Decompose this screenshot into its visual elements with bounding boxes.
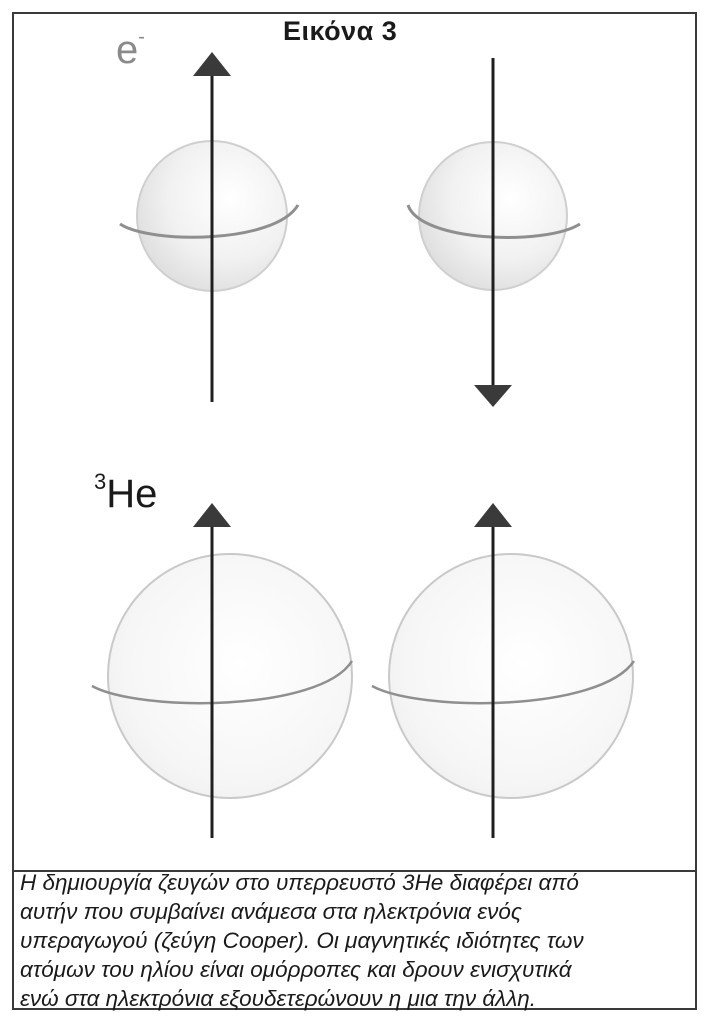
electron-spin-up xyxy=(119,52,300,402)
figure-caption: Η δημιουργία ζευγών στο υπερρευστό 3He δ… xyxy=(20,868,690,1013)
helium-sphere-left xyxy=(107,553,353,799)
electron-spin-down xyxy=(406,58,581,407)
helium-atom-left xyxy=(91,503,354,838)
electron-equator-right xyxy=(406,204,581,239)
helium-symbol: He xyxy=(106,472,158,516)
helium-equator-right xyxy=(371,660,636,705)
helium-spin-up-arrowhead-right xyxy=(474,503,512,527)
helium-atom-right xyxy=(371,503,636,838)
electron-label: e- xyxy=(116,27,145,72)
helium-sphere-right xyxy=(388,553,634,799)
caption-line: Η δημιουργία ζευγών στο υπερρευστό 3He δ… xyxy=(20,870,579,895)
caption-line: ενώ στα ηλεκτρόνια εξουδετερώνουν η μια … xyxy=(20,986,537,1011)
caption-divider xyxy=(14,870,695,872)
figure-title: Εικόνα 3 xyxy=(283,16,398,46)
helium3-label: 3He xyxy=(94,470,158,516)
helium-mass-number: 3 xyxy=(94,468,107,494)
electron-symbol: e xyxy=(116,28,139,72)
helium-spin-up-arrowhead-left xyxy=(193,503,231,527)
spin-down-arrowhead-right xyxy=(474,385,512,407)
spin-up-arrowhead-left xyxy=(193,52,231,76)
caption-line: ατόμων του ηλίου είναι ομόρροπες και δρο… xyxy=(20,957,572,982)
caption-line: υπεραγωγού (ζεύγη Cooper). Οι μαγνητικές… xyxy=(20,928,584,953)
caption-line: αυτήν που συμβαίνει ανάμεσα στα ηλεκτρόν… xyxy=(20,899,522,924)
figure-frame xyxy=(12,12,697,1010)
helium-equator-left xyxy=(91,660,354,705)
electron-charge-superscript: - xyxy=(138,25,145,48)
